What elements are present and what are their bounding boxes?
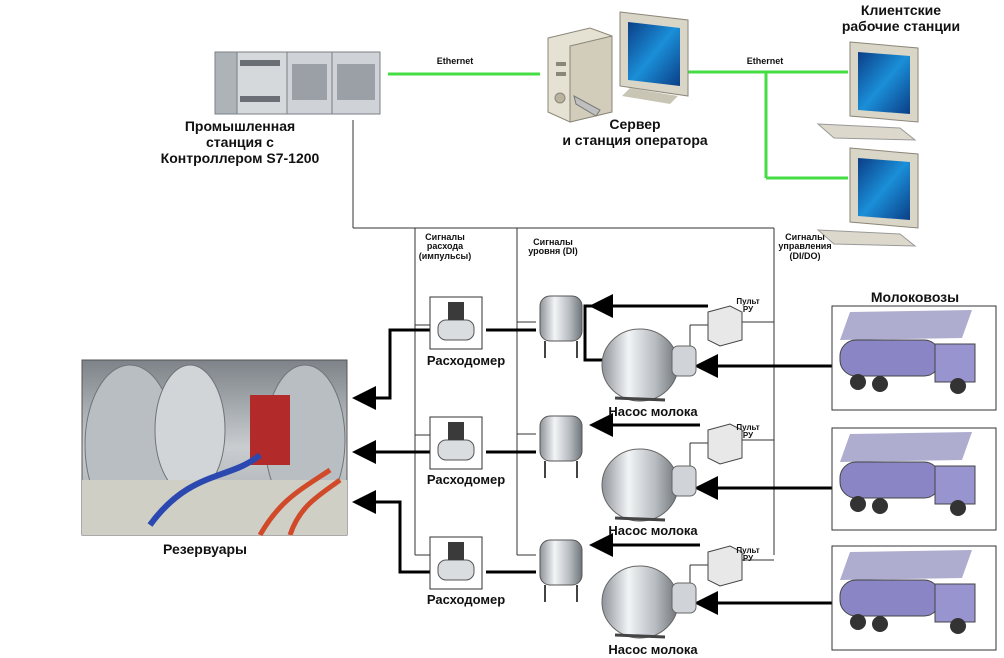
control-panel-line: РУ <box>742 554 754 564</box>
pump-label: Насос молока <box>608 404 698 419</box>
control-panel-line: РУ <box>742 305 754 315</box>
flow-signals-label: Сигналы расхода (импульсы) <box>410 232 480 261</box>
flowmeter-icon <box>429 296 483 350</box>
control-panel-label: Пульт РУ <box>728 423 768 441</box>
level-vessel-icon <box>539 539 583 602</box>
control-signals-line: (DI/DO) <box>789 250 821 261</box>
milk-truck-icon <box>831 305 997 411</box>
level-signals-label: Сигналы уровня (DI) <box>520 237 586 257</box>
server-icon <box>547 27 613 123</box>
flow-signals-line: Сигналы <box>425 232 465 242</box>
server-label-line: Сервер <box>609 116 661 132</box>
control-signals-line: управления <box>778 241 832 252</box>
signal-bus <box>352 120 775 590</box>
flowmeter-label: Расходомер <box>426 353 506 368</box>
plc-label: Промышленная станция с Контроллером S7-1… <box>150 118 330 166</box>
control-panel-line: Пульт <box>736 423 760 432</box>
plc-label-line: Контроллером S7-1200 <box>160 150 320 167</box>
flowmeter-icon <box>429 416 483 470</box>
control-panel-icon <box>707 305 743 587</box>
client-workstation-icon <box>816 147 919 247</box>
ethernet-label-left: Ethernet <box>436 56 474 66</box>
level-signals-line: уровня (DI) <box>528 246 578 257</box>
control-panel-line: Пульт <box>736 297 760 306</box>
control-panel-label: Пульт РУ <box>728 297 768 315</box>
ethernet-links <box>388 70 848 180</box>
pump-label: Насос молока <box>608 523 698 538</box>
flow-signals-line: расхода <box>426 241 464 252</box>
clients-label-line: Клиентские <box>860 2 942 18</box>
tanks-caption: Резервуары <box>162 541 248 557</box>
control-signals-label: Сигналы управления (DI/DO) <box>770 232 840 261</box>
flowmeter-label: Расходомер <box>426 592 506 607</box>
level-vessel-icon <box>539 415 583 478</box>
milk-pump-icon <box>601 448 697 522</box>
operator-monitor-icon <box>619 11 689 104</box>
flowmeter-label: Расходомер <box>426 472 506 487</box>
control-panel-line: Пульт <box>736 546 760 555</box>
server-label: Сервер и станция оператора <box>550 116 720 148</box>
control-panel-line: РУ <box>742 431 754 441</box>
milk-pump-icon <box>601 328 697 402</box>
pump-label: Насос молока <box>608 642 698 657</box>
server-label-line: и станция оператора <box>562 132 708 149</box>
milk-truck-icon <box>831 545 997 651</box>
flowmeter-icon <box>429 536 483 590</box>
clients-label: Клиентские рабочие станции <box>826 2 976 34</box>
plc-label-line: Промышленная <box>184 118 296 134</box>
clients-label-line: рабочие станции <box>841 18 961 35</box>
milk-pipes <box>352 294 832 615</box>
milk-pump-icon <box>601 565 697 639</box>
plc-controller-icon <box>214 51 381 115</box>
milk-truck-icon <box>831 427 997 531</box>
ethernet-label-right: Ethernet <box>746 56 784 66</box>
client-workstation-icon <box>816 41 919 141</box>
trucks-title: Молоковозы <box>870 289 960 305</box>
plc-label-line: станция с <box>206 134 274 151</box>
storage-tanks-image <box>81 359 348 537</box>
level-vessel-icon <box>539 295 583 358</box>
control-signals-line: Сигналы <box>785 232 825 242</box>
flow-signals-line: (импульсы) <box>418 250 472 261</box>
level-signals-line: Сигналы <box>533 237 573 247</box>
control-panel-label: Пульт РУ <box>728 546 768 564</box>
